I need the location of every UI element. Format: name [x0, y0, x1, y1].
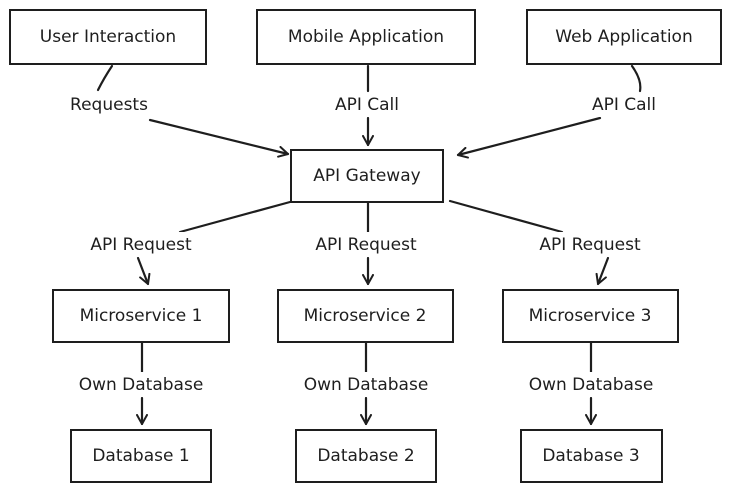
node-box	[502, 289, 679, 343]
edge-arrow	[456, 116, 602, 159]
node-web-application[interactable]: Web Application	[526, 9, 722, 65]
edge-label-requests: Requests	[70, 95, 148, 115]
node-box	[256, 9, 476, 65]
edge-arrow	[136, 256, 151, 286]
edge-label-background	[320, 93, 416, 117]
edge-label-own-database: Own Database	[79, 375, 204, 395]
node-box	[526, 9, 722, 65]
edge-label-background	[512, 372, 670, 397]
edge-label-api-request: API Request	[315, 235, 417, 255]
edge-label-background	[288, 372, 444, 397]
node-label: Database 1	[92, 446, 189, 466]
edge-label-api-call: API Call	[335, 95, 399, 115]
node-microservice-2[interactable]: Microservice 2	[277, 289, 454, 343]
node-microservice-3[interactable]: Microservice 3	[502, 289, 679, 343]
edge-arrow	[595, 256, 610, 286]
edge-label-own-database: Own Database	[529, 375, 654, 395]
edge-gateway-to-ms1: API Request	[74, 200, 292, 286]
edge-label-api-call: API Call	[592, 95, 656, 115]
node-user-interaction[interactable]: User Interaction	[9, 9, 207, 65]
edge-label-background	[64, 372, 220, 397]
edge-user-to-gateway: Requests	[60, 64, 290, 158]
node-box	[290, 149, 444, 203]
node-box	[70, 429, 212, 483]
edge-ms1-to-db1: Own Database	[64, 341, 220, 426]
edge-line	[630, 64, 642, 93]
node-database-3[interactable]: Database 3	[520, 429, 663, 483]
node-database-1[interactable]: Database 1	[70, 429, 212, 483]
edge-ms2-to-db2: Own Database	[288, 341, 444, 426]
edge-web-to-gateway: API Call	[456, 64, 672, 159]
node-mobile-application[interactable]: Mobile Application	[256, 9, 476, 65]
node-label: Microservice 2	[304, 306, 427, 326]
node-label: Database 3	[542, 446, 639, 466]
node-box	[52, 289, 230, 343]
edge-label-background	[522, 232, 660, 257]
edge-label-api-request: API Request	[539, 235, 641, 255]
node-label: Web Application	[555, 27, 692, 47]
node-label: User Interaction	[40, 27, 176, 47]
node-label: Mobile Application	[288, 27, 444, 47]
node-box	[277, 289, 454, 343]
edge-label-background	[74, 232, 210, 257]
node-label: Database 2	[317, 446, 414, 466]
node-label: API Gateway	[313, 166, 420, 186]
edge-line	[178, 200, 292, 234]
edge-label-background	[60, 93, 158, 117]
node-box	[295, 429, 437, 483]
node-box	[520, 429, 663, 483]
edge-ms3-to-db3: Own Database	[512, 341, 670, 426]
edge-line	[96, 64, 114, 92]
edge-label-background	[298, 232, 436, 257]
node-label: Microservice 1	[80, 306, 203, 326]
node-label: Microservice 3	[529, 306, 652, 326]
edge-gateway-to-ms3: API Request	[448, 199, 660, 286]
edge-mobile-to-gateway: API Call	[320, 64, 416, 147]
node-microservice-1[interactable]: Microservice 1	[52, 289, 230, 343]
edge-arrow	[148, 118, 290, 158]
edge-label-own-database: Own Database	[304, 375, 429, 395]
edge-label-api-request: API Request	[90, 235, 192, 255]
edge-line	[448, 199, 564, 234]
node-box	[9, 9, 207, 65]
edge-gateway-to-ms2: API Request	[298, 201, 436, 286]
edge-label-background	[576, 93, 672, 117]
node-api-gateway[interactable]: API Gateway	[290, 149, 444, 203]
node-database-2[interactable]: Database 2	[295, 429, 437, 483]
